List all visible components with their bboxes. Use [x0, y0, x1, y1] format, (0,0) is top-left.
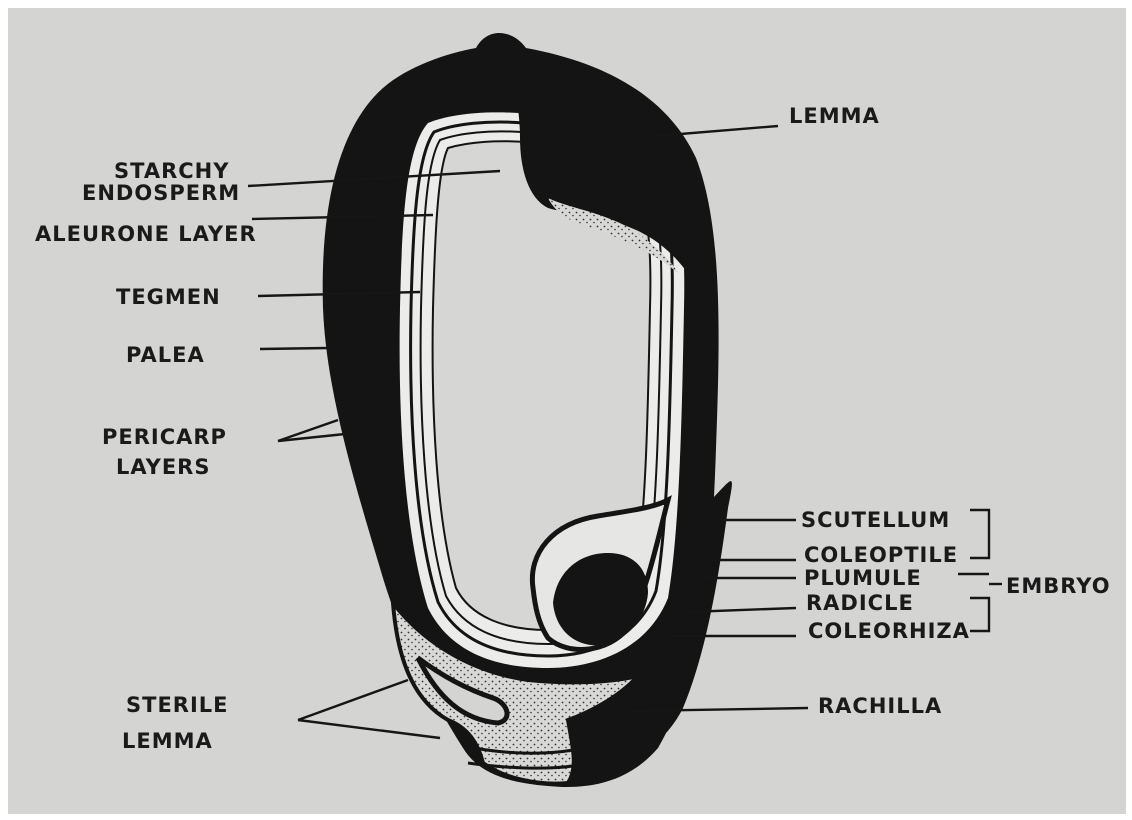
label-sterile-lemma: LEMMA [122, 729, 213, 753]
label-scutellum: SCUTELLUM [801, 508, 950, 532]
embryo-bracket [958, 510, 1002, 631]
label-radicle: RADICLE [806, 591, 914, 615]
label-starchy: STARCHY [114, 159, 229, 183]
diagram-page: LEMMA STARCHY ENDOSPERM ALEURONE LAYER T… [8, 8, 1126, 814]
rice-grain-diagram: LEMMA STARCHY ENDOSPERM ALEURONE LAYER T… [8, 8, 1126, 814]
label-coleorhiza: COLEORHIZA [808, 619, 970, 643]
label-pericarp: PERICARP [102, 425, 227, 449]
label-embryo: EMBRYO [1006, 574, 1111, 598]
label-sterile: STERILE [126, 693, 229, 717]
label-tegmen: TEGMEN [116, 285, 221, 309]
label-pericarp-layers: LAYERS [116, 455, 210, 479]
label-plumule: PLUMULE [804, 566, 922, 590]
label-aleurone-layer: ALEURONE LAYER [35, 222, 257, 246]
label-rachilla: RACHILLA [818, 694, 942, 718]
label-endosperm: ENDOSPERM [82, 181, 240, 205]
grain-illustration [323, 33, 732, 787]
label-lemma: LEMMA [789, 104, 880, 128]
label-coleoptile: COLEOPTILE [804, 543, 958, 567]
label-palea: PALEA [126, 343, 205, 367]
